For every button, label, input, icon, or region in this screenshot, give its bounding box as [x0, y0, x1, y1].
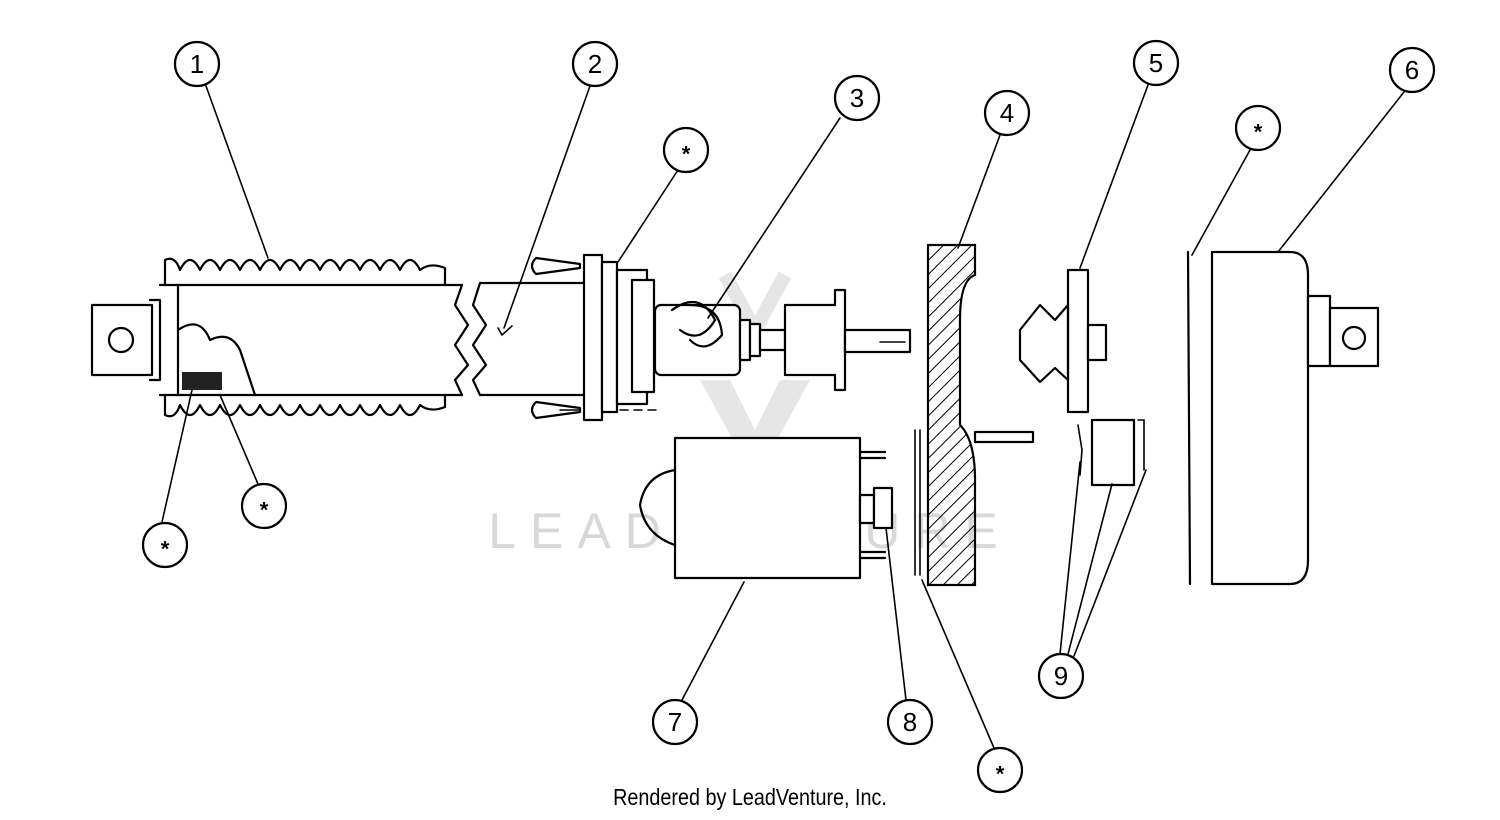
part-3-shaft [653, 288, 912, 392]
svg-text:2: 2 [588, 49, 602, 79]
svg-text:7: 7 [668, 707, 682, 737]
part-1-tube-boot [90, 257, 470, 418]
callout-star-flange: * [662, 126, 710, 174]
callout-8: 8 [886, 698, 934, 746]
svg-text:4: 4 [1000, 98, 1014, 128]
svg-text:6: 6 [1405, 55, 1419, 85]
callout-1: 1 [173, 40, 221, 88]
callout-4: 4 [983, 89, 1031, 137]
svg-text:*: * [996, 762, 1005, 787]
callout-star-housing-gasket: * [976, 746, 1024, 794]
part-6-end-cap [1186, 250, 1380, 586]
svg-text:*: * [260, 498, 269, 523]
part-5-pulley [1018, 268, 1145, 487]
callout-9: 9 [1037, 652, 1085, 700]
svg-text:3: 3 [850, 83, 864, 113]
part-7-motor [638, 436, 887, 580]
part-8-gear [858, 486, 894, 530]
svg-text:*: * [161, 537, 170, 562]
leader-lines [161, 84, 1405, 749]
part-4-housing [914, 243, 1035, 587]
svg-text:9: 9 [1054, 661, 1068, 691]
callout-5: 5 [1132, 39, 1180, 87]
svg-text:5: 5 [1149, 48, 1163, 78]
callout-6: 6 [1388, 46, 1436, 94]
credit-text: Rendered by LeadVenture, Inc. [613, 784, 887, 810]
callout-3: 3 [833, 74, 881, 122]
svg-text:*: * [1254, 120, 1263, 145]
svg-text:1: 1 [190, 49, 204, 79]
callout-star-seal-right: * [240, 482, 288, 530]
callout-2: 2 [571, 40, 619, 88]
svg-text:*: * [682, 142, 691, 167]
svg-text:8: 8 [903, 707, 917, 737]
callout-star-gasket: * [1234, 104, 1282, 152]
callout-7: 7 [651, 698, 699, 746]
part-2-inner-tube [471, 253, 661, 422]
callout-star-seal-left: * [141, 521, 189, 569]
